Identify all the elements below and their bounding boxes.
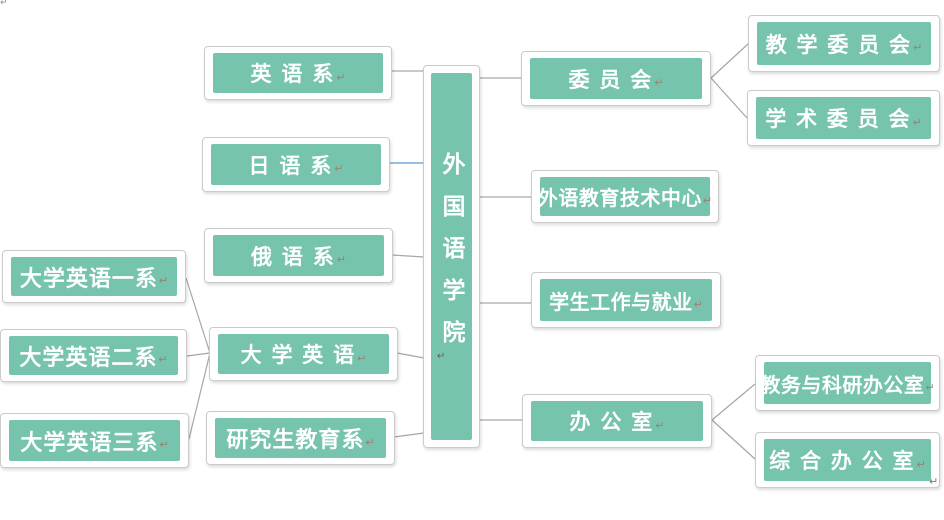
cursor-anchor-icon: ↵ [929,476,939,488]
paragraph-mark-icon: ↵ [655,419,665,432]
org-node-japanese-dept[interactable]: 日 语 系↵ [202,137,390,192]
org-node-office[interactable]: 办 公 室↵ [522,394,712,448]
connector-bangongshi-zonghe [711,419,756,460]
node-fill: 大学英语三系↵ [9,420,180,461]
paragraph-mark-icon: ↵ [336,254,346,266]
paragraph-mark-icon: ↵ [334,163,344,175]
node-label: 大 学 英 语 [240,344,357,367]
node-fill: 学 术 委 员 会↵ [756,97,931,139]
node-fill: 外语教育技术中心↵ [537,177,713,216]
connector-daxue-dy2 [186,352,211,357]
connector-weiyuanhui-xueshuwei [710,77,748,119]
anchor-mark-icon: ↵ [437,351,446,362]
org-node-graduate-education-dept[interactable]: 研究生教育系↵ [206,411,395,465]
paragraph-mark-icon: ↵ [158,275,169,287]
org-node-russian-dept[interactable]: 俄 语 系↵ [204,228,393,283]
node-label: 日 语 系 [248,154,334,178]
connector-college-eyu [391,254,425,258]
org-node-english-dept[interactable]: 英 语 系↵ [204,46,392,100]
node-label: 大学英语三系 [20,429,159,455]
paragraph-mark-icon: ↵ [654,77,664,89]
node-fill: 大学英语二系↵ [9,336,178,375]
org-node-academic-research-office[interactable]: 教务与科研办公室↵ [755,355,940,411]
org-node-academic-committee[interactable]: 学 术 委 员 会↵ [747,90,940,146]
node-fill: 俄 语 系↵ [213,235,384,276]
node-fill: 大 学 英 语↵ [218,334,389,374]
node-fill: 委 员 会↵ [530,58,702,99]
paragraph-mark-icon: ↵ [159,439,169,451]
node-fill: 日 语 系↵ [211,144,381,185]
connector-college-yanjiu [393,432,425,438]
org-node-college-english[interactable]: 大 学 英 语↵ [209,327,398,381]
paragraph-mark-icon: ↵ [912,116,922,129]
node-fill: 研究生教育系↵ [215,418,386,458]
node-label: 学生工作与就业 [549,291,693,314]
object-anchor-icon: ↵ [0,0,8,7]
paragraph-mark-icon: ↵ [693,298,703,311]
connector-weiyuanhui-jiaoxuewei [710,43,749,79]
paragraph-mark-icon: ↵ [913,42,923,54]
node-label: 委 员 会 [568,68,654,92]
org-node-college-english-dept1[interactable]: 大学英语一系↵ [2,250,186,303]
node-label: 大学英语一系 [19,265,158,291]
paragraph-mark-icon: ↵ [925,381,935,394]
org-node-general-office[interactable]: 综 合 办 公 室↵ [755,432,940,488]
org-node-teaching-committee[interactable]: 教 学 委 员 会↵ [748,15,940,72]
paragraph-mark-icon: ↵ [365,436,375,449]
org-node-college-english-dept3[interactable]: 大学英语三系↵ [0,413,189,468]
node-label: 综 合 办 公 室 [769,450,916,473]
connector-bangongshi-jiaowu [711,383,756,421]
org-node-student-affairs-employment[interactable]: 学生工作与就业↵ [531,272,721,328]
node-fill: 教务与科研办公室↵ [760,362,935,404]
node-label: 办 公 室 [569,411,655,434]
org-node-college-english-dept2[interactable]: 大学英语二系↵ [0,329,187,382]
paragraph-mark-icon: ↵ [357,352,367,365]
node-label: 俄 语 系 [251,245,336,269]
node-label: 大学英语二系 [19,344,158,370]
paragraph-mark-icon: ↵ [158,354,168,366]
paragraph-mark-icon: ↵ [336,71,346,84]
paragraph-mark-icon: ↵ [702,195,713,207]
node-fill: 英 语 系↵ [213,53,383,93]
node-label: 教 学 委 员 会 [765,33,913,57]
connector-college-daxue [396,352,425,359]
node-label: 外国语学院 [439,151,465,362]
node-label: 外语教育技术中心 [537,188,702,210]
org-node-committee[interactable]: 委 员 会↵ [521,51,711,106]
connector-daxue-dy1 [185,277,211,354]
node-fill: 综 合 办 公 室↵ [764,439,931,481]
org-node-foreign-languages-college-root[interactable]: 外国语学院 ↵ [423,65,480,448]
node-fill: 大学英语一系↵ [11,257,177,296]
node-label: 英 语 系 [250,63,336,86]
node-label: 教务与科研办公室 [760,374,925,397]
node-fill: 办 公 室↵ [531,401,703,441]
org-node-language-education-tech-center[interactable]: 外语教育技术中心↵ [531,170,719,223]
node-fill: 教 学 委 员 会↵ [757,22,931,65]
node-label: 学 术 委 员 会 [765,108,912,131]
paragraph-mark-icon: ↵ [916,458,926,471]
node-fill: 外国语学院 ↵ [431,73,472,440]
node-fill: 学生工作与就业↵ [540,279,712,321]
node-label: 研究生教育系 [226,427,365,452]
